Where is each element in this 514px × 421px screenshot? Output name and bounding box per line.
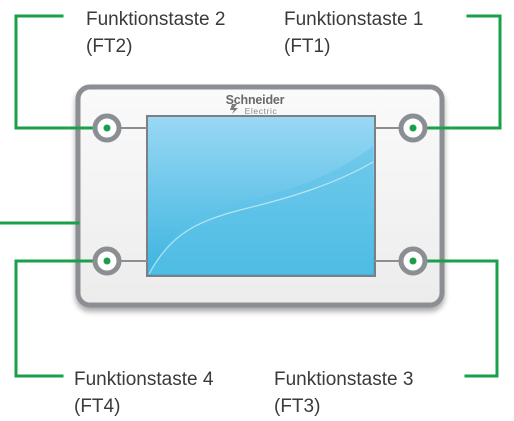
brand-logo-icon <box>230 104 238 114</box>
callout-line-ft1 <box>414 14 502 130</box>
callout-line-ft2 <box>14 14 105 130</box>
brand-sub: Electric <box>244 106 278 116</box>
label-ft4: Funktionstaste 4 (FT4) <box>74 366 213 420</box>
label-ft2-code: (FT2) <box>86 36 133 57</box>
function-key-ft2 <box>92 113 122 143</box>
function-key-ft4 <box>92 246 122 276</box>
label-ft2: Funktionstaste 2 (FT2) <box>86 6 225 60</box>
brand-logo: Schneider Electric <box>195 94 315 116</box>
callout-line-ft3 <box>414 259 499 378</box>
callout-line-ft4 <box>14 259 105 378</box>
label-ft3-name: Funktionstaste 3 <box>274 369 414 390</box>
label-ft1: Funktionstaste 1 (FT1) <box>284 6 423 60</box>
label-ft1-code: (FT1) <box>284 36 331 57</box>
screen-connectors <box>119 127 402 262</box>
callout-lines <box>0 14 502 378</box>
label-ft2-name: Funktionstaste 2 <box>86 9 226 30</box>
function-key-ft3 <box>398 246 428 276</box>
label-ft4-code: (FT4) <box>74 396 121 417</box>
display-screen <box>146 115 376 277</box>
label-ft3-code: (FT3) <box>274 396 321 417</box>
label-ft1-name: Funktionstaste 1 <box>284 9 424 30</box>
label-ft4-name: Funktionstaste 4 <box>74 369 214 390</box>
brand-name: Schneider <box>225 93 285 107</box>
label-ft3: Funktionstaste 3 (FT3) <box>274 366 413 420</box>
function-key-ft1 <box>398 113 428 143</box>
